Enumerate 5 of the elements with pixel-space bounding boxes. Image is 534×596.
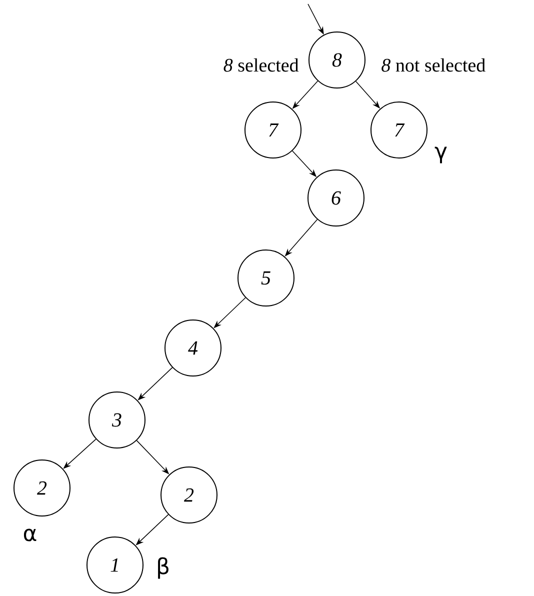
greek-letter-label: γ <box>434 146 447 164</box>
edge-label: 8 not selected <box>382 58 486 72</box>
edge-label: 8 selected <box>224 58 299 72</box>
greek-letter-label: α <box>24 528 36 542</box>
greek-letter-label: β <box>158 557 168 579</box>
